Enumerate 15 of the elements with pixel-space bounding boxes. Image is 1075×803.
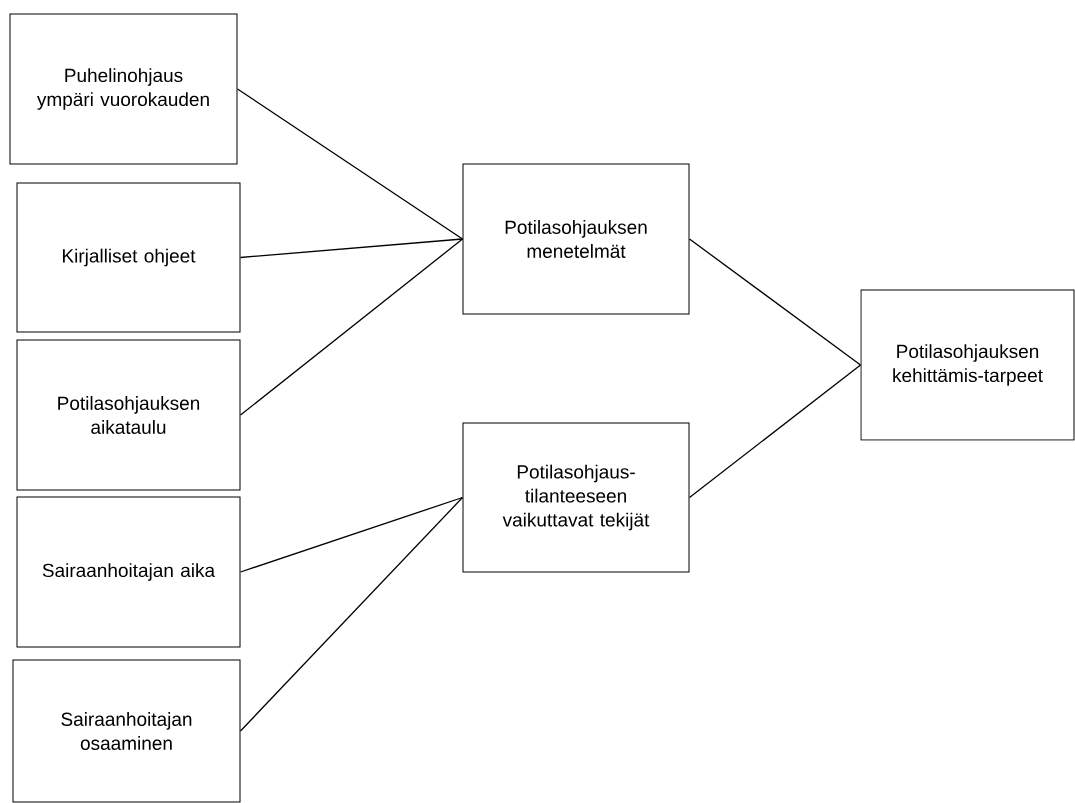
text-box: Potilasohjauksen kehittämis-tarpeet bbox=[860, 289, 1075, 441]
text-box: Potilasohjaus-tilanteeseen vaikuttavat tekijät bbox=[462, 422, 690, 573]
text-box: Puhelinohjaus ympäri vuorokauden bbox=[9, 13, 238, 165]
connector-line bbox=[688, 238, 862, 366]
text-box: Potilasohjauksen aikataulu bbox=[16, 339, 241, 491]
connector-line bbox=[239, 238, 464, 259]
connector-line bbox=[239, 496, 464, 732]
connector-line bbox=[239, 496, 464, 573]
text-box: Potilasohjauksen menetelmät bbox=[462, 163, 690, 315]
connector-line bbox=[239, 238, 464, 416]
text-box: Sairaanhoitajan osaaminen bbox=[12, 659, 241, 803]
text-box: Kirjalliset ohjeet bbox=[16, 182, 241, 333]
connector-line bbox=[688, 364, 862, 499]
text-box: Sairaanhoitajan aika bbox=[16, 496, 241, 648]
connector-line bbox=[236, 88, 464, 240]
